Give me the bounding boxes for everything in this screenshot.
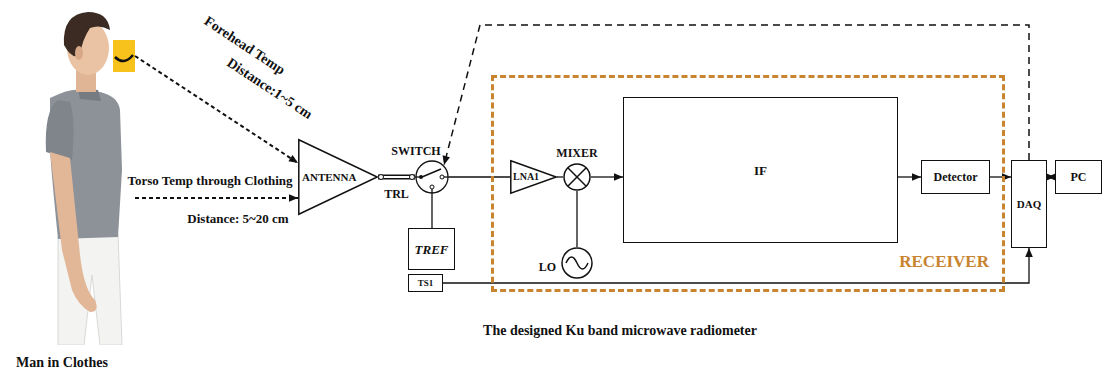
label-holder: LO — [539, 257, 556, 275]
connector-line — [431, 194, 432, 228]
label-holder: SWITCH — [391, 141, 440, 159]
mixer-cross — [568, 168, 586, 186]
shape-outline — [415, 160, 449, 194]
edge-label: TRL — [384, 187, 409, 201]
connector-line — [135, 197, 298, 199]
connector-line — [443, 248, 1029, 283]
mixer-symbol: MIXER — [563, 163, 591, 191]
sleeve — [46, 100, 74, 160]
if-block: IF — [623, 97, 898, 243]
arrowhead — [1046, 173, 1055, 181]
node-label: RECEIVER — [899, 252, 989, 271]
switch-symbol: SWITCH — [415, 160, 449, 194]
arrowhead — [614, 173, 623, 181]
ear — [75, 46, 83, 60]
switch-wire — [444, 176, 449, 177]
label-holder: The designed Ku band microwave radiomete… — [483, 321, 757, 339]
annotation-text: Distance: 5~20 cm — [187, 211, 288, 226]
connector-line — [449, 176, 510, 177]
sine-wave — [566, 257, 588, 269]
daq-block: DAQ — [1011, 160, 1047, 248]
amplifier-symbol: LNA1 — [510, 160, 557, 194]
triangle-outline — [299, 140, 377, 214]
label-holder: Man in Clothes — [16, 353, 108, 371]
oscillator-circle — [562, 248, 592, 278]
pc-block: PC — [1055, 160, 1102, 194]
node-label: MIXER — [556, 146, 597, 160]
connector — [990, 173, 1011, 181]
switch-wire — [431, 189, 432, 194]
triangle-outline — [511, 161, 556, 193]
connector — [591, 173, 623, 181]
face-mask — [113, 40, 135, 72]
connector — [135, 194, 298, 202]
node-label: LNA1 — [513, 172, 539, 182]
node-label: TS1 — [418, 279, 434, 288]
switch-contact — [440, 175, 444, 179]
mixer-cross — [568, 168, 586, 186]
receiver-group: RECEIVER LNA1 MIXER LO IF Detector — [491, 75, 1005, 292]
arrowhead — [1025, 248, 1033, 257]
arrowhead — [912, 173, 921, 181]
arrowhead — [288, 155, 298, 163]
oscillator-symbol: LO — [561, 247, 593, 279]
switch-contact — [430, 185, 434, 189]
arm — [50, 152, 97, 312]
node-label: LO — [539, 260, 556, 274]
connector — [432, 194, 433, 228]
reference-load: TREF — [408, 228, 455, 270]
label-holder: Distance: 5~20 cm — [187, 209, 288, 227]
caption-text: The designed Ku band microwave radiomete… — [483, 323, 757, 338]
node-label: SWITCH — [391, 144, 440, 158]
shape-outline — [563, 163, 591, 191]
person-photo: Man in Clothes — [0, 0, 135, 345]
connector-line — [576, 191, 577, 247]
connector — [577, 191, 578, 247]
mixer-circle — [564, 164, 590, 190]
connector — [449, 177, 510, 178]
hair — [64, 12, 110, 56]
line-terminal — [410, 175, 415, 180]
switch-lever — [422, 169, 441, 177]
connector — [378, 175, 415, 180]
node-label: ANTENNA — [302, 172, 356, 183]
node-label: IF — [754, 164, 767, 177]
shape-outline — [561, 247, 593, 279]
label-holder: MIXER — [556, 143, 597, 161]
arrowhead — [443, 155, 450, 165]
transmission-line — [378, 175, 415, 180]
detector-block: Detector — [921, 160, 990, 194]
connector — [443, 248, 1033, 283]
label-holder: TRL — [384, 184, 409, 202]
temperature-sensor: TS1 — [408, 274, 443, 292]
connector — [898, 173, 921, 181]
antenna-symbol: ANTENNA — [298, 139, 378, 215]
node-label: Detector — [934, 171, 978, 183]
label-holder: RECEIVER — [899, 253, 989, 271]
mask-smile — [115, 55, 133, 61]
node-label: TREF — [415, 243, 449, 256]
man-illustration — [0, 0, 135, 345]
node-label: DAQ — [1017, 199, 1041, 210]
arrowhead — [289, 194, 298, 202]
label-holder: Torso Temp through Clothing — [127, 171, 292, 189]
annotation-text: Torso Temp through Clothing — [127, 173, 292, 188]
node-label: Man in Clothes — [16, 355, 108, 370]
switch-pivot — [419, 175, 423, 179]
switch-circle — [416, 161, 448, 193]
node-label: PC — [1071, 171, 1087, 183]
line-terminal — [379, 175, 384, 180]
